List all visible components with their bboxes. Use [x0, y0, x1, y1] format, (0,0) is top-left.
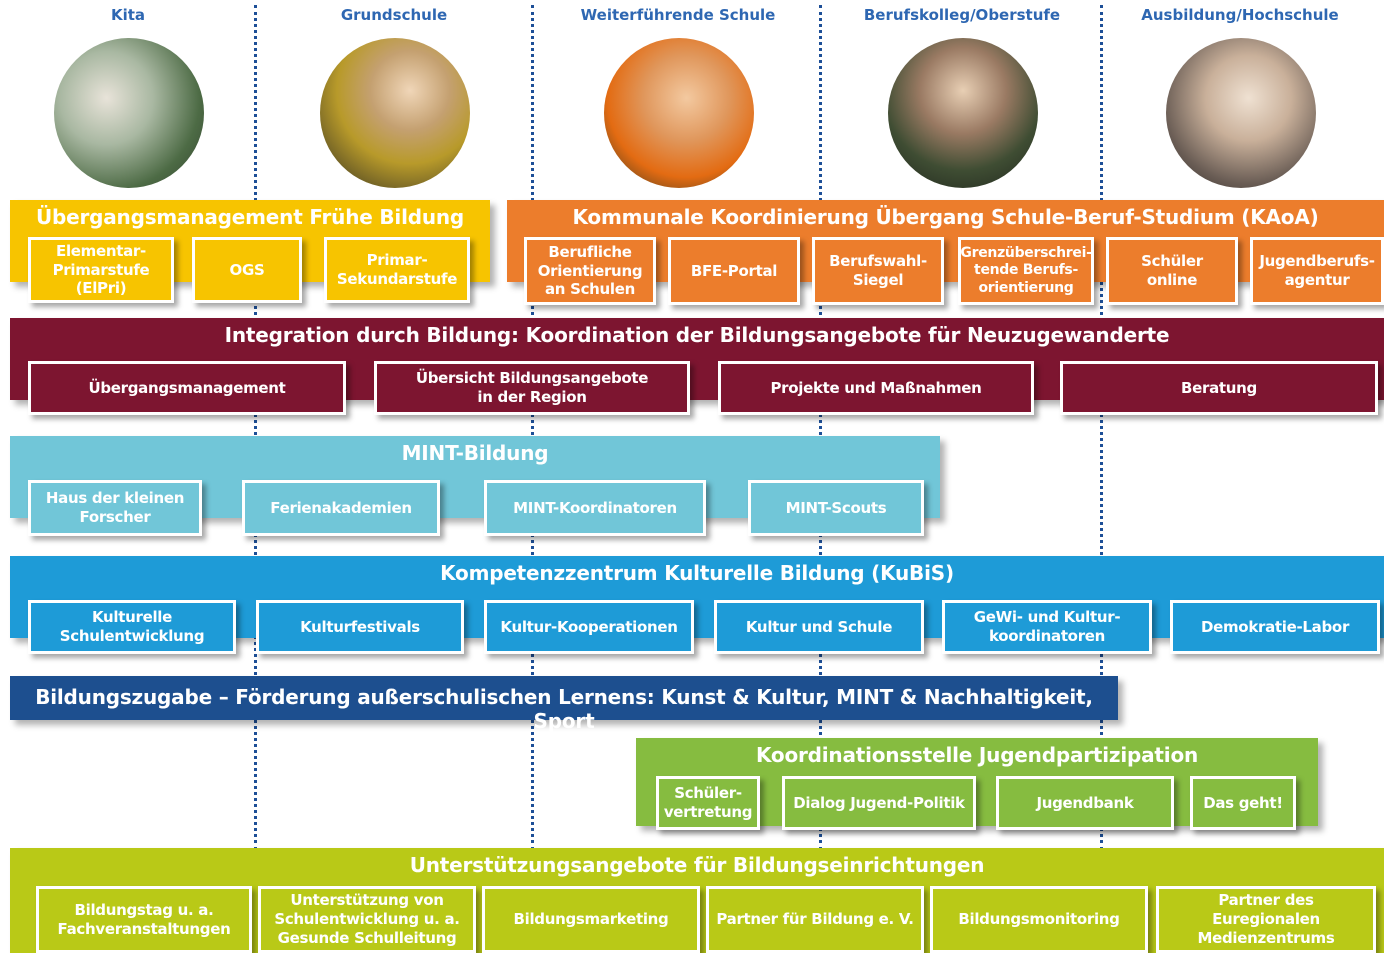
box-bildungsmonitoring: Bildungsmonitoring	[930, 886, 1148, 953]
box-mint-koordinatoren: MINT-Koordinatoren	[484, 480, 706, 536]
box-partner-fuer-bildung: Partner für Bildung e. V.	[706, 886, 924, 953]
box-bfe-portal: BFE-Portal	[668, 237, 800, 305]
box-haus-der-kleinen-forscher: Haus der kleinen Forscher	[28, 480, 202, 536]
stage-label-ausbildung: Ausbildung/Hochschule	[1141, 6, 1339, 24]
integration-title: Integration durch Bildung: Koordination …	[224, 323, 1170, 347]
box-elementar-primarstufe: Elementar- Primarstufe (ElPri)	[28, 237, 174, 303]
box-ferienakademien: Ferienakademien	[242, 480, 440, 536]
stage-divider	[531, 5, 534, 850]
jugendpartizipation-title: Koordinationsstelle Jugendpartizipation	[755, 743, 1199, 767]
stage-divider	[819, 5, 822, 850]
box-dialog-jugend-politik: Dialog Jugend-Politik	[782, 776, 976, 830]
lab-student-photo	[1166, 38, 1316, 188]
box-uebersicht-bildungsangebote: Übersicht Bildungsangebote in der Region	[374, 361, 690, 415]
box-jugendberufsagentur: Jugendberufs- agentur	[1250, 237, 1384, 305]
teenager-photo	[604, 38, 754, 188]
box-primar-sekundarstufe: Primar- Sekundarstufe	[324, 237, 470, 303]
box-ogs: OGS	[192, 237, 302, 303]
box-berufswahl-siegel: Berufswahl- Siegel	[812, 237, 944, 305]
box-grenzueberschreitende-berufsorientierung: Grenzüberschrei- tende Berufs- orientier…	[958, 237, 1094, 305]
stage-divider	[1100, 5, 1103, 850]
grundschule-pupil-photo	[320, 38, 470, 188]
box-das-geht: Das geht!	[1190, 776, 1296, 830]
box-kultur-kooperationen: Kultur-Kooperationen	[484, 600, 694, 654]
kubis-band: Kompetenzzentrum Kulturelle Bildung (KuB…	[10, 556, 1384, 638]
stage-divider	[254, 5, 257, 850]
stage-label-kita: Kita	[110, 6, 146, 24]
box-gewi-kulturkoordinatoren: GeWi- und Kultur- koordinatoren	[942, 600, 1152, 654]
fruehe-bildung-title: Übergangsmanagement Frühe Bildung	[35, 205, 465, 229]
bildungszugabe-band: Bildungszugabe – Förderung außerschulisc…	[10, 676, 1118, 733]
box-mint-scouts: MINT-Scouts	[748, 480, 924, 536]
box-kulturfestivals: Kulturfestivals	[256, 600, 464, 654]
box-unterstuetzung-schulentwicklung: Unterstützung von Schulentwicklung u. a.…	[258, 886, 476, 953]
box-demokratie-labor: Demokratie-Labor	[1170, 600, 1380, 654]
box-uebergangsmanagement: Übergangsmanagement	[28, 361, 346, 415]
box-kulturelle-schulentwicklung: Kulturelle Schulentwicklung	[28, 600, 236, 654]
students-group-photo	[888, 38, 1038, 188]
box-schuelervertretung: Schüler- vertretung	[656, 776, 760, 830]
mint-title: MINT-Bildung	[401, 441, 549, 465]
kaoa-title: Kommunale Koordinierung Übergang Schule-…	[572, 205, 1319, 229]
kita-children-photo	[54, 38, 204, 188]
box-partner-medienzentrum: Partner des Euregionalen Medienzentrums	[1156, 886, 1376, 953]
stage-label-berufskolleg: Berufskolleg/Oberstufe	[863, 6, 1061, 24]
box-bildungsmarketing: Bildungsmarketing	[482, 886, 700, 953]
box-beratung: Beratung	[1060, 361, 1378, 415]
kubis-title: Kompetenzzentrum Kulturelle Bildung (KuB…	[440, 561, 954, 585]
box-projekte-massnahmen: Projekte und Maßnahmen	[718, 361, 1034, 415]
box-jugendbank: Jugendbank	[996, 776, 1174, 830]
bildungszugabe-title: Bildungszugabe – Förderung außerschulisc…	[35, 685, 1093, 733]
stage-label-grundschule: Grundschule	[340, 6, 448, 24]
box-kultur-und-schule: Kultur und Schule	[714, 600, 924, 654]
box-berufliche-orientierung: Berufliche Orientierung an Schulen	[524, 237, 656, 305]
box-schueler-online: Schüler online	[1106, 237, 1238, 305]
box-bildungstag: Bildungstag u. a. Fachveranstaltungen	[36, 886, 252, 953]
unterstuetzung-title: Unterstützungsangebote für Bildungseinri…	[409, 853, 985, 877]
stage-label-weiterfuehrende-schule: Weiterführende Schule	[580, 6, 776, 24]
